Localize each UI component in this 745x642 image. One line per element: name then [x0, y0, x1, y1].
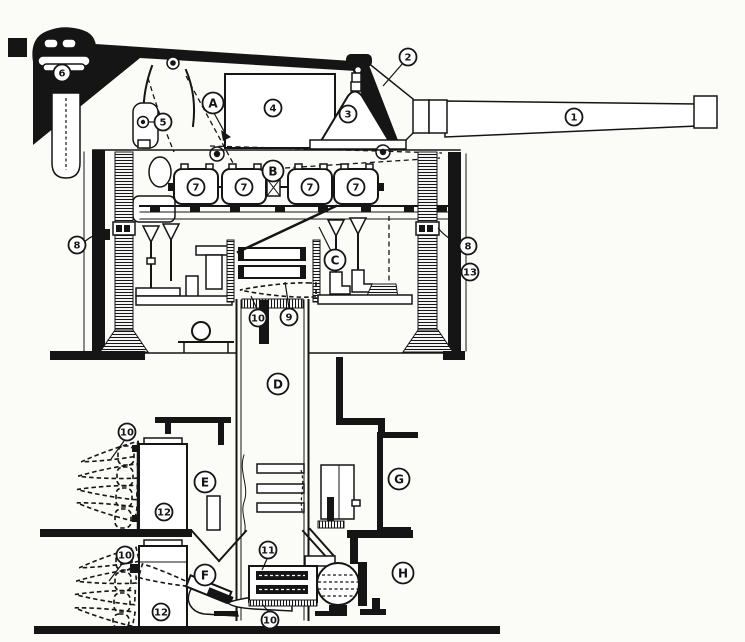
turntable-rails: [139, 205, 453, 220]
part-label-10: 10: [117, 422, 137, 442]
part-label-13: 13: [460, 262, 480, 282]
part-label-5: 5: [153, 112, 173, 132]
barbette-armor-right: [448, 152, 461, 353]
part-label-3: 3: [338, 104, 358, 124]
part-label-7: 7: [186, 177, 206, 197]
svg-text:7: 7: [307, 183, 314, 194]
part-label-9: 9: [279, 307, 299, 327]
part-label-E: E: [193, 470, 217, 494]
shell-handling-ring: [316, 562, 360, 606]
lower-hoist-machine: [248, 565, 318, 607]
part-label-F: F: [193, 563, 217, 587]
part-label-11: 11: [258, 540, 278, 560]
part-label-6: 6: [52, 63, 72, 83]
shell-room-upper: [40, 417, 248, 563]
svg-text:12: 12: [157, 508, 171, 519]
hood-window: [61, 38, 77, 49]
part-label-4: 4: [263, 98, 283, 118]
svg-text:7: 7: [193, 183, 200, 194]
leader-lines: [83, 62, 463, 612]
deck-shell-room: [40, 529, 192, 537]
svg-text:2: 2: [405, 53, 412, 64]
turret-side-armor-left: [92, 150, 105, 353]
working-chamber: [97, 156, 453, 353]
svg-text:9: 9: [286, 313, 293, 324]
svg-text:E: E: [201, 475, 209, 489]
part-label-7: 7: [346, 177, 366, 197]
hoist-tray: [238, 265, 306, 279]
part-label-7: 7: [234, 177, 254, 197]
part-label-H: H: [391, 561, 415, 585]
svg-text:F: F: [201, 568, 209, 582]
part-label-D: D: [266, 372, 290, 396]
shell-hoist: [226, 204, 338, 303]
magazine-floor: [34, 626, 500, 634]
svg-text:C: C: [331, 253, 340, 267]
svg-text:10: 10: [251, 314, 265, 325]
cradle-arc: [184, 68, 196, 128]
deck-right: [443, 351, 465, 360]
svg-text:3: 3: [345, 110, 352, 121]
part-label-7: 7: [300, 177, 320, 197]
svg-text:G: G: [394, 472, 404, 486]
training-motor: [191, 321, 211, 341]
magazine-machinery: [320, 464, 355, 520]
hoist-tray: [238, 247, 306, 261]
roof-corner-block: [8, 38, 27, 57]
periscope-slot: [51, 92, 81, 179]
svg-text:A: A: [208, 96, 218, 110]
svg-text:7: 7: [353, 183, 360, 194]
part-label-10: 10: [248, 308, 268, 328]
shell-outline: [239, 282, 317, 298]
svg-text:5: 5: [160, 118, 167, 129]
part-label-A: A: [201, 91, 225, 115]
hood-window: [43, 38, 59, 49]
part-label-12: 12: [154, 502, 174, 522]
part-label-8: 8: [458, 236, 478, 256]
compartments-right: [301, 357, 418, 616]
svg-text:B: B: [268, 164, 277, 178]
svg-text:4: 4: [270, 104, 277, 115]
deck-left: [50, 351, 145, 360]
support-column-left: [114, 151, 134, 331]
part-label-1: 1: [564, 107, 584, 127]
svg-text:7: 7: [241, 183, 248, 194]
part-label-10: 10: [115, 545, 135, 565]
svg-text:10: 10: [263, 616, 277, 627]
svg-text:8: 8: [74, 241, 81, 252]
shell-room-lower: [72, 539, 293, 629]
muzzle-block: [693, 95, 718, 129]
part-label-2: 2: [398, 47, 418, 67]
part-label-8: 8: [67, 235, 87, 255]
svg-text:D: D: [273, 377, 283, 391]
svg-text:11: 11: [261, 546, 275, 557]
gun-assembly: [92, 54, 718, 162]
svg-text:10: 10: [120, 428, 134, 439]
support-column-right: [417, 151, 438, 331]
svg-text:10: 10: [118, 551, 132, 562]
svg-text:1: 1: [571, 113, 578, 124]
svg-text:8: 8: [465, 242, 472, 253]
part-label-C: C: [323, 248, 347, 272]
front-armor-plate: [349, 60, 401, 148]
svg-text:12: 12: [154, 608, 168, 619]
part-label-10: 10: [260, 610, 280, 630]
svg-text:H: H: [398, 566, 408, 580]
sight-lines: [147, 75, 443, 169]
part-label-12: 12: [151, 602, 171, 622]
part-label-B: B: [261, 159, 285, 183]
barbette: [50, 150, 467, 360]
svg-text:6: 6: [59, 69, 66, 80]
hoist-machinery-right: [317, 216, 413, 305]
svg-text:13: 13: [463, 268, 477, 279]
arrow-a: [221, 130, 231, 141]
part-label-G: G: [387, 467, 411, 491]
